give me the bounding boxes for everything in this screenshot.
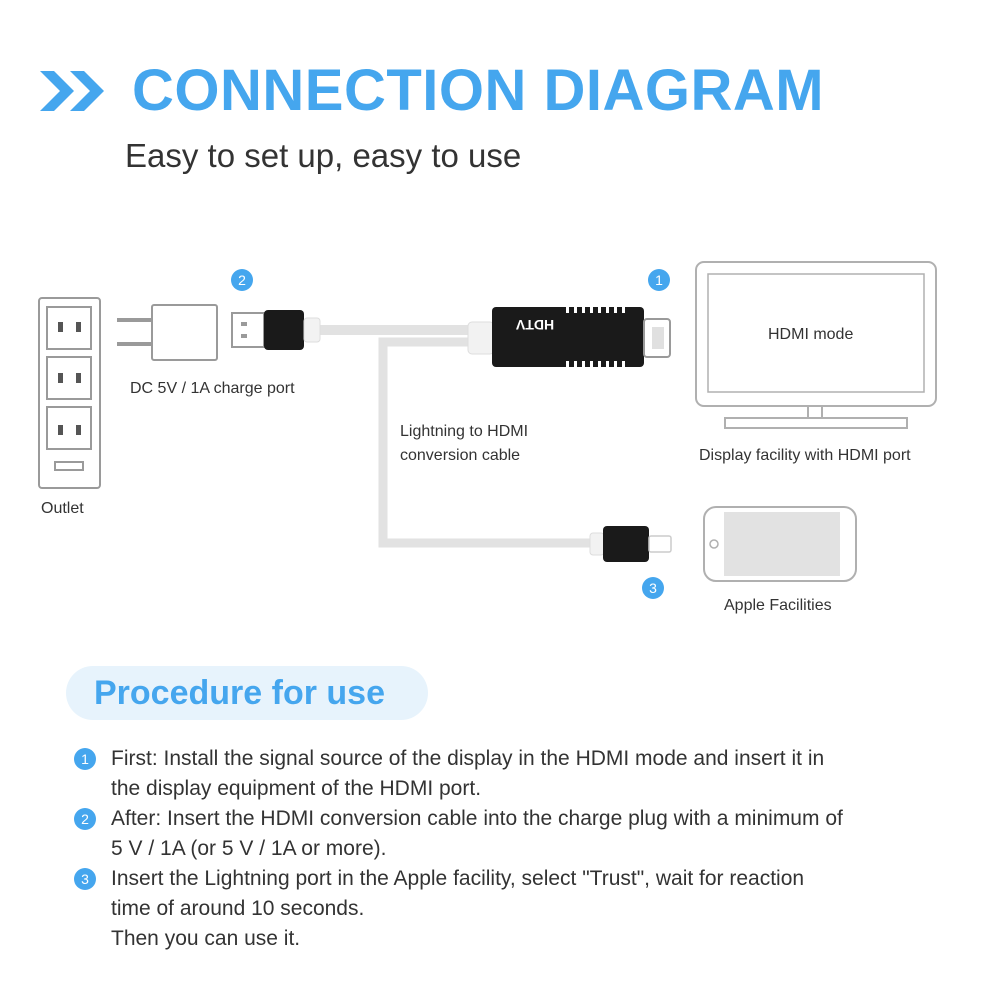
step-1-line-2: the display equipment of the HDMI port. <box>111 777 482 800</box>
page-subtitle: Easy to set up, easy to use <box>125 137 522 174</box>
diagram-header: CONNECTION DIAGRAM <box>40 62 824 120</box>
procedure-step-2: 2 After: Insert the HDMI conversion cabl… <box>74 804 974 864</box>
step-number-1: 1 <box>74 748 96 770</box>
procedure-step-1: 1 First: Install the signal source of th… <box>74 744 974 804</box>
page-title: CONNECTION DIAGRAM <box>132 58 825 123</box>
adapter-label: HDTV <box>515 317 554 333</box>
procedure-title: Procedure for use <box>94 674 385 712</box>
charger-label: DC 5V / 1A charge port <box>130 380 295 397</box>
charger-icon <box>117 304 218 361</box>
step-3-line-3: Then you can use it. <box>111 927 301 950</box>
phone-label: Apple Facilities <box>724 597 832 614</box>
lightning-plug-icon <box>589 526 672 562</box>
step-badge-3: 3 <box>642 577 664 599</box>
tv-monitor-icon <box>695 261 937 429</box>
step-2-line-1: After: Insert the HDMI conversion cable … <box>111 807 843 830</box>
connection-diagram: HDTV <box>38 261 937 582</box>
tv-label: Display facility with HDMI port <box>699 447 911 464</box>
cable-label: Lightning to HDMI conversion cable <box>400 423 529 464</box>
step-badge-2: 2 <box>231 269 253 291</box>
double-chevron-icon <box>40 71 104 111</box>
outlet-label: Outlet <box>41 500 84 517</box>
step-number-2: 2 <box>74 808 96 830</box>
step-number-3: 3 <box>74 868 96 890</box>
procedure-title-pill <box>66 666 428 720</box>
procedure-step-3: 3 Insert the Lightning port in the Apple… <box>74 864 974 954</box>
phone-icon <box>703 506 857 582</box>
step-1-line-1: First: Install the signal source of the … <box>111 747 825 770</box>
outlet-icon <box>38 297 101 489</box>
step-3-line-2: time of around 10 seconds. <box>111 897 365 920</box>
hdmi-adapter-icon: HDTV <box>467 307 671 367</box>
usb-plug-icon <box>231 310 321 350</box>
procedure-steps: 1 First: Install the signal source of th… <box>74 744 974 954</box>
step-badge-1: 1 <box>648 269 670 291</box>
step-3-line-1: Insert the Lightning port in the Apple f… <box>111 867 805 890</box>
tv-screen-text: HDMI mode <box>768 326 854 343</box>
step-2-line-2: 5 V / 1A (or 5 V / 1A or more). <box>111 837 387 860</box>
